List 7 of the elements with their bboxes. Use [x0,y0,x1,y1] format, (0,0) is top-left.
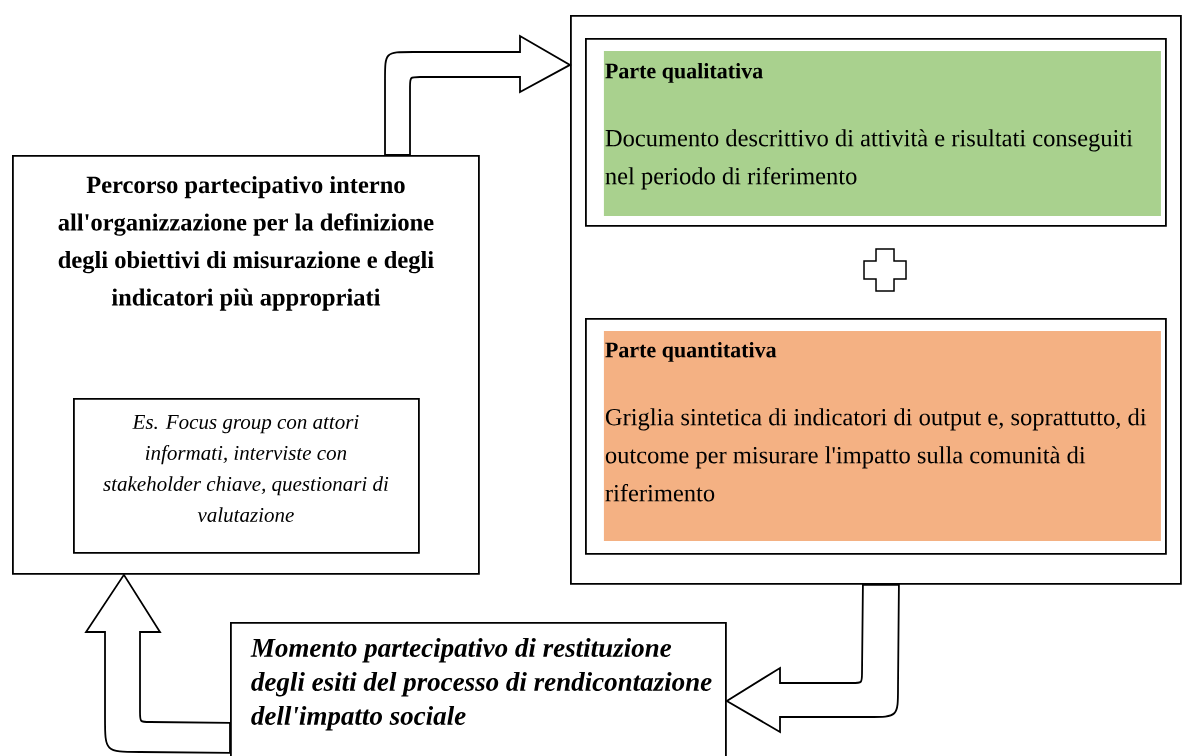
block-arrow [725,583,900,733]
section-box: Parte qualitativa Documento descrittivo di attività e risultati conseguiti nel periodo di riferimento [585,38,1167,227]
process-box: Momento partecipativo di restituzione degli esiti del processo di rendicontazione dell'impatto sociale [230,622,727,756]
block-arrow [384,35,571,156]
block-arrow [85,573,231,754]
section-box: Parte quantitativa Griglia sintetica di indicatori di output e, soprattutto, di outcome per misurare l'impatto sulla comunità di riferimento [585,318,1167,555]
example-box: Es. Focus group con attori informati, interviste con stakeholder chiave, questionari di valutazione [73,398,420,554]
